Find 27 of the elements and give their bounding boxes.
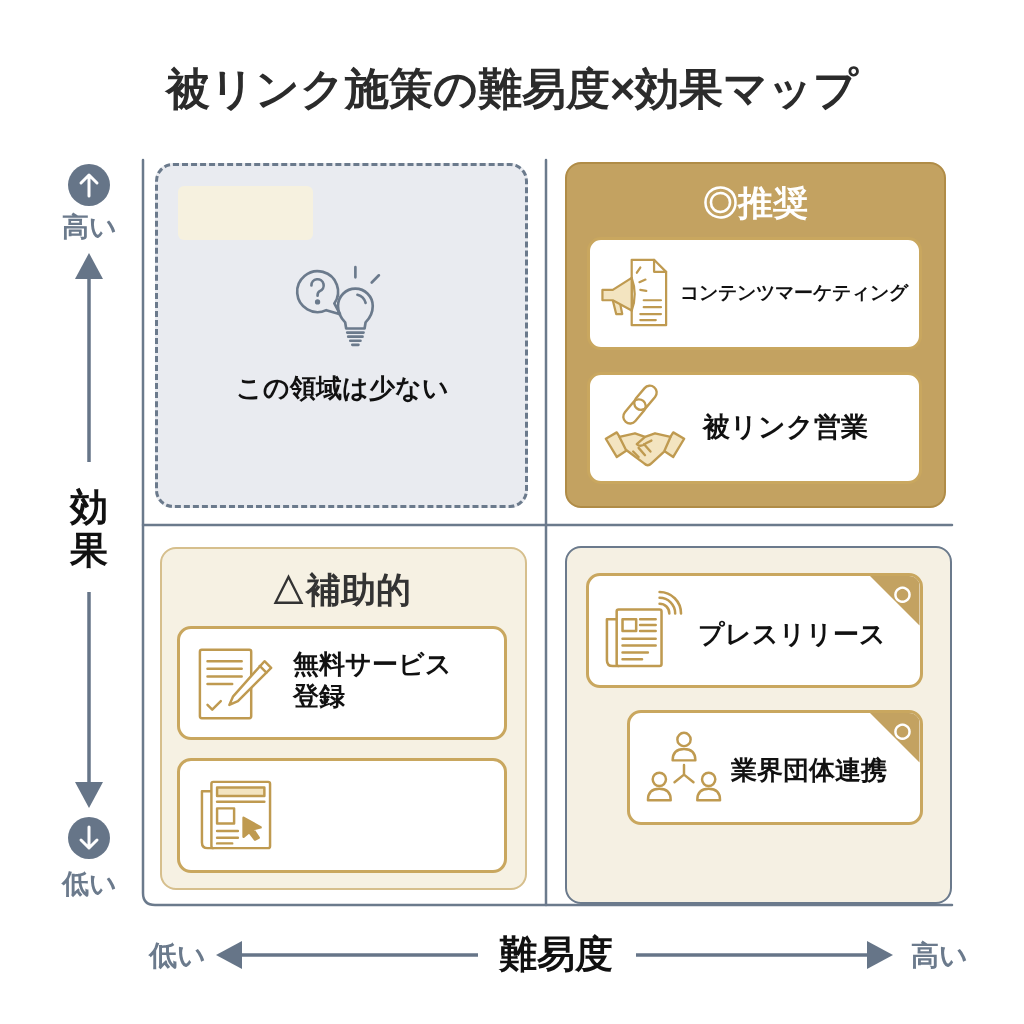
title: 被リンク施策の難易度×効果マップ <box>165 62 859 115</box>
axis-title: 難易度 <box>499 932 613 978</box>
axis-label: 高い <box>910 938 968 973</box>
card-label: コンテンツマーケティング <box>680 281 908 305</box>
note-text: この領域は少ない <box>235 371 449 405</box>
card-label: 無料サービス登録 <box>292 647 453 712</box>
item-card <box>176 625 507 740</box>
quadrant-panel <box>565 162 946 508</box>
panel-heading: ◎推奨 <box>702 182 808 225</box>
rating-mark: ○ <box>893 719 912 740</box>
panel-heading: △補助的 <box>270 568 411 611</box>
axis-label: 低い <box>148 938 206 973</box>
quadrant-panel <box>160 547 527 890</box>
dashed-panel <box>155 163 528 508</box>
item-card <box>587 372 922 484</box>
item-card <box>176 757 507 873</box>
card-label: 被リンク営業 <box>703 411 868 445</box>
item-card <box>585 572 923 688</box>
quadrant-panel <box>565 546 952 904</box>
item-card <box>587 237 922 350</box>
axis-title: 効果 <box>69 486 109 572</box>
axis-label: 低い <box>61 868 117 902</box>
item-card <box>626 709 923 825</box>
axis-label: 高い <box>61 211 117 245</box>
card-label: プレスリリース <box>697 617 886 650</box>
card-label: 業界団体連携 <box>730 753 887 786</box>
rating-mark: ○ <box>893 582 912 603</box>
